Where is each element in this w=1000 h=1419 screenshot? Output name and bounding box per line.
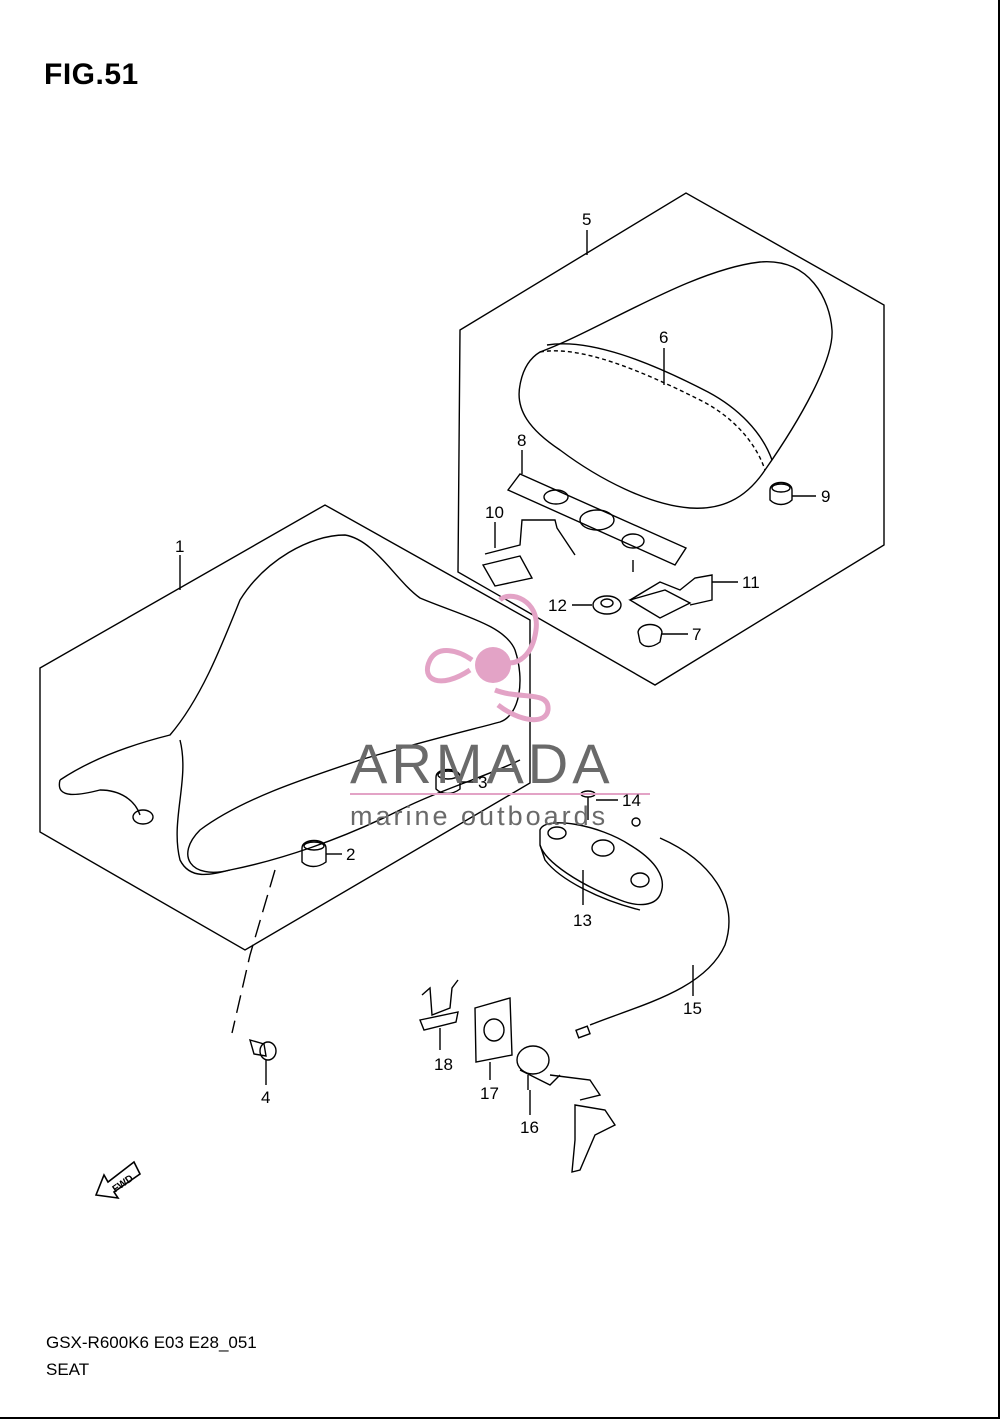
callout-4: 4 — [261, 1088, 270, 1107]
plate-part-17 — [474, 997, 513, 1063]
callout-14: 14 — [622, 791, 641, 810]
cushion-part-2 — [301, 839, 327, 868]
hook-part-11 — [628, 574, 713, 619]
seat-plate-part-8 — [506, 473, 688, 572]
hook-part-10 — [481, 519, 576, 587]
figure-code: GSX-R600K6 E03 E28_051 — [46, 1333, 257, 1352]
watermark-brand: ARMADA — [350, 732, 614, 795]
callout-8: 8 — [517, 431, 526, 450]
callout-9: 9 — [821, 487, 830, 506]
watermark-propeller-hub — [475, 647, 511, 683]
callout-7: 7 — [692, 625, 701, 644]
callout-16: 16 — [520, 1118, 539, 1137]
figure-title: FIG.51 — [44, 58, 139, 91]
watermark-tagline: marine outboards — [350, 801, 608, 831]
callout-2: 2 — [346, 845, 355, 864]
rear-seat-group-box — [457, 192, 885, 686]
callout-3: 3 — [478, 773, 487, 792]
callout-1: 1 — [175, 537, 184, 556]
callout-labels: 1 2 3 4 5 6 7 8 9 10 11 12 13 14 15 16 1… — [175, 210, 830, 1137]
watermark-propeller-logo — [425, 593, 551, 723]
lock-base-part-13 — [539, 822, 664, 911]
cushion-part-9 — [769, 481, 793, 506]
callout-11: 11 — [742, 573, 760, 592]
callout-18: 18 — [434, 1055, 453, 1074]
nut-part-7 — [637, 623, 663, 648]
cable-part-15 — [575, 817, 730, 1039]
washer-part-12 — [592, 595, 622, 615]
leader-part-4 — [231, 869, 276, 1034]
rear-seat-cover-part-6 — [518, 261, 833, 509]
callout-10: 10 — [485, 503, 504, 522]
front-seat-group-box — [39, 504, 531, 951]
clip-part-18 — [419, 979, 459, 1031]
watermark: ARMADA marine outboards — [350, 593, 650, 831]
key-lock-part-16 — [516, 1045, 617, 1173]
callout-6: 6 — [659, 328, 668, 347]
bolt-part-4 — [248, 1038, 277, 1061]
callout-5: 5 — [582, 210, 591, 229]
figure-name: SEAT — [46, 1360, 90, 1379]
fwd-arrow-icon: FWD — [94, 1160, 142, 1200]
watermark-divider — [350, 793, 650, 795]
callout-17: 17 — [480, 1084, 499, 1103]
callout-15: 15 — [683, 999, 702, 1018]
cushion-part-3 — [435, 768, 461, 795]
callout-12: 12 — [548, 596, 567, 615]
callout-13: 13 — [573, 911, 592, 930]
